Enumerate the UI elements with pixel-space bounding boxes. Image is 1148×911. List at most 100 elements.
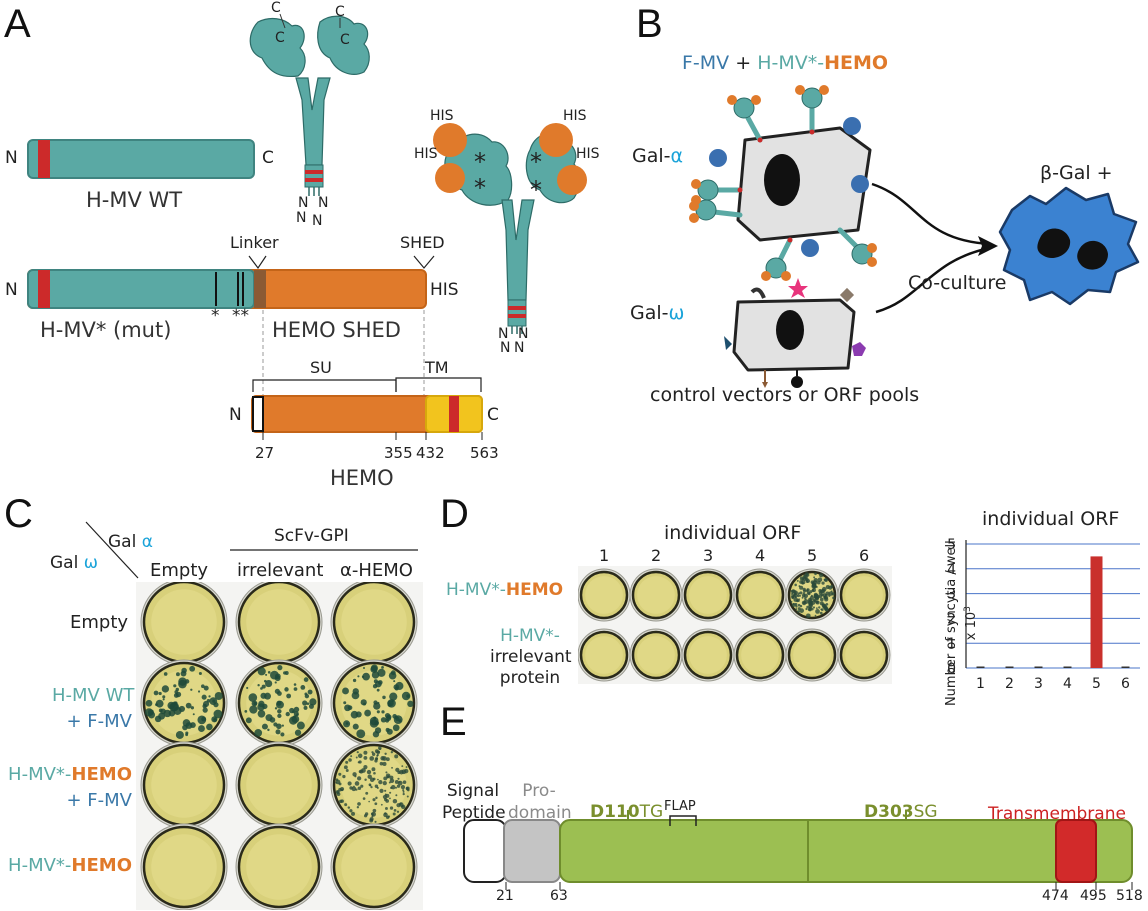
chart-ylabel-l1: Number of syncytia / well — [943, 540, 959, 707]
well-c-r4-c2 — [235, 823, 323, 910]
well-d-hemo-1 — [578, 568, 631, 622]
peptide-text: Peptide — [442, 803, 506, 823]
d-row2-label: H-MV*- irrelevant protein — [490, 626, 572, 689]
linker-label: Linker — [230, 233, 279, 252]
chart-xtick-5: 5 — [1092, 676, 1101, 692]
nnn-label-2: N — [318, 195, 329, 211]
pos-21: 21 — [496, 888, 514, 904]
hmv-text: H-MV*- — [757, 52, 825, 74]
chart-ylabel-l2: x 103 — [960, 523, 980, 723]
pos-474: 474 — [1042, 888, 1069, 904]
well-c-r1-c1 — [140, 582, 228, 666]
d-row2-l3: protein — [499, 668, 561, 688]
gal-omega-label: Gal-ω — [630, 302, 684, 324]
pos-518: 518 — [1116, 888, 1143, 904]
pos-63: 63 — [550, 888, 568, 904]
well-d-irrel-2 — [629, 628, 683, 682]
d303-text: D303 — [864, 802, 914, 822]
sg-text: SG — [913, 802, 938, 822]
hmv-head-c-left2: C — [275, 30, 285, 46]
hmv-wt-c-term: C — [262, 148, 274, 168]
hmv-wt-label: H-MV WT — [86, 188, 183, 212]
panel-label-c: C — [4, 492, 33, 536]
hmv-head-c-right2: C — [340, 32, 350, 48]
his-label-2: HIS — [414, 146, 438, 162]
row-hemo-fmv-label: H-MV*-HEMO + F-MV — [0, 762, 132, 814]
panel-a-diagram — [27, 13, 587, 440]
row-hemo-fmv-l2: + F-MV — [66, 790, 133, 811]
panel-d-title: individual ORF — [664, 522, 802, 544]
row-hemo-mv: H-MV*- — [8, 855, 72, 876]
panel-d-well-plate — [578, 566, 892, 684]
tm-label: TM — [425, 358, 449, 377]
well-c-r2-c1 — [140, 659, 228, 747]
panel-c-header-lines — [85, 521, 418, 579]
chart-ytick-2: 2 — [947, 611, 956, 627]
his-label-1: HIS — [430, 108, 454, 124]
chart-xtick-6: 6 — [1121, 676, 1130, 692]
panel-label-b: B — [636, 2, 663, 46]
d110-text: D110 — [590, 802, 640, 822]
panel-c-well-plate — [136, 582, 423, 910]
scfv-label: ScFv-GPI — [274, 526, 349, 546]
gal-omega-c: Gal ω — [50, 553, 98, 573]
hemo-label: HEMO — [330, 466, 394, 490]
chart-ylabel: Number of syncytia / well x 103 — [944, 523, 980, 723]
mut-star-2: ** — [232, 306, 249, 326]
chart-xtick-4: 4 — [1063, 676, 1072, 692]
chart-ytick-4: 4 — [947, 562, 956, 578]
chart-bar-6 — [1121, 666, 1130, 668]
chart-bar-2 — [1005, 666, 1014, 668]
well-c-r2-c2 — [235, 659, 323, 747]
gal-alpha-prefix: Gal- — [632, 145, 671, 167]
hemo-pos-432: 432 — [416, 444, 445, 462]
hemo-n-term: N — [229, 405, 242, 425]
chart-xtick-2: 2 — [1005, 676, 1014, 692]
col-alpha-hemo: α-HEMO — [340, 560, 413, 581]
gal-alpha-c: Gal α — [108, 532, 153, 552]
row-hmvwt-l1: H-MV WT — [52, 685, 135, 706]
row-empty-label: Empty — [70, 612, 129, 633]
d-well-number-2: 2 — [651, 546, 662, 565]
well-c-r1-c3 — [330, 582, 418, 666]
nnn-label-5: N — [498, 326, 509, 342]
row-hmvwt-l2: + F-MV — [52, 709, 133, 735]
d-row1-label: H-MV*-HEMO — [446, 580, 563, 600]
his-label-4: HIS — [576, 146, 600, 162]
chart-bar-5 — [1090, 556, 1103, 668]
gal-omega-prefix: Gal- — [630, 302, 669, 324]
hemo-star-3: * — [530, 148, 542, 176]
panel-label-a: A — [4, 2, 31, 46]
d-row1-mv: H-MV*- — [446, 580, 506, 600]
panel-label-d: D — [440, 492, 469, 536]
d303sg-label: D303SG — [864, 802, 938, 822]
well-d-hemo-5 — [785, 568, 839, 622]
d-well-number-5: 5 — [807, 546, 818, 565]
hmv-mut-n-term: N — [5, 280, 18, 300]
nnn-label-6: N — [518, 326, 529, 342]
hemo-pos-355: 355 — [384, 444, 413, 462]
gal-alpha-c-prefix: Gal — [108, 532, 142, 552]
well-c-r3-c2 — [235, 741, 323, 829]
his-label-3: HIS — [563, 108, 587, 124]
d-well-number-6: 6 — [859, 546, 870, 565]
gal-alpha-c-symbol: α — [141, 532, 153, 552]
row-hemo-fmv-mv: H-MV*- — [8, 764, 72, 785]
chart-ylabel-exp: 3 — [962, 606, 973, 612]
row-hmvwt-fmv: + F-MV — [66, 711, 133, 732]
d-well-number-3: 3 — [703, 546, 714, 565]
row-hemo-hemo: HEMO — [71, 855, 132, 876]
hemo-shed-label: HEMO SHED — [272, 318, 401, 342]
domain-text: domain — [508, 803, 572, 823]
hmv-hemo-dimer-illustration — [433, 123, 587, 334]
d110tg-label: D110TG — [590, 802, 663, 822]
col-empty: Empty — [150, 560, 209, 581]
plus-text: + — [729, 52, 758, 74]
chart-ylabel-x10: x 10 — [964, 611, 980, 641]
gal-omega-c-prefix: Gal — [50, 553, 84, 573]
d-well-number-4: 4 — [755, 546, 766, 565]
nnn-label-3: N — [296, 210, 307, 226]
omega-symbol: ω — [668, 302, 685, 324]
shed-label: SHED — [400, 233, 445, 252]
row-hemo-fmv-hemo: HEMO — [71, 764, 132, 785]
